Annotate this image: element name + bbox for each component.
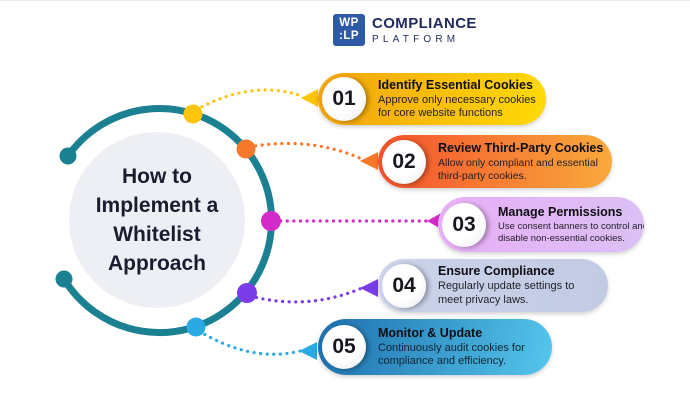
step-capsule-2: 02 Review Third-Party Cookies Allow only… (378, 135, 612, 188)
arrow-tip-step-4 (360, 279, 378, 297)
wp-lp-logo-icon: WP :LP (333, 14, 365, 46)
step-capsule-5: 05 Monitor & Update Continuously audit c… (318, 319, 552, 375)
ring-end-dot-bottom (55, 270, 73, 288)
step-number-badge: 03 (442, 202, 486, 247)
step-description: Regularly update settings to meet privac… (438, 280, 574, 307)
brand-subtitle: PLATFORM (372, 34, 460, 45)
step-title: Manage Permissions (498, 204, 623, 219)
anchor-dot-step-5 (186, 317, 206, 337)
diagram-title-line3: Whitelist (113, 223, 201, 246)
brand-logo: WP :LP COMPLIANCE PLATFORM (333, 14, 477, 46)
step-text-block: Manage Permissions Use consent banners t… (498, 205, 644, 244)
step-description-line1: Approve only necessary cookies (378, 93, 536, 106)
step-number-badge: 02 (382, 139, 426, 184)
step-title: Review Third-Party Cookies (438, 140, 604, 155)
logo-mark-line2: :LP (338, 30, 360, 42)
step-text-block: Ensure Compliance Regularly update setti… (438, 264, 574, 307)
step-number-badge: 04 (382, 263, 426, 308)
logo-mark-line1: WP (339, 17, 359, 29)
step-description-line2: disable non-essential cookies. (498, 232, 625, 244)
step-description: Approve only necessary cookies for core … (378, 94, 536, 121)
step-title: Ensure Compliance (438, 264, 555, 279)
step-description: Allow only compliant and essential third… (438, 157, 603, 183)
ring-end-dot-top (59, 147, 77, 165)
step-capsule-4: 04 Ensure Compliance Regularly update se… (378, 259, 608, 312)
arrow-tip-step-5 (299, 342, 317, 360)
step-number-badge: 01 (322, 77, 366, 121)
step-description-line2: for core website functions (378, 107, 503, 119)
step-capsule-1: 01 Identify Essential Cookies Approve on… (318, 73, 546, 125)
step-title: Identify Essential Cookies (378, 77, 533, 92)
connector-step-5 (197, 329, 302, 356)
step-text-block: Review Third-Party Cookies Allow only co… (438, 141, 603, 183)
diagram-title-line1: How to (122, 165, 192, 188)
step-title: Monitor & Update (378, 325, 483, 340)
anchor-dot-step-3 (261, 211, 281, 231)
step-description-line2: meet privacy laws. (438, 293, 529, 306)
step-number-badge: 05 (322, 325, 366, 369)
arrow-tip-step-1 (301, 89, 318, 107)
step-description-line1: Use consent banners to control and (498, 220, 644, 232)
step-description-line2: third-party cookies. (438, 169, 527, 182)
step-capsule-3: 03 Manage Permissions Use consent banner… (438, 197, 644, 252)
diagram-title-line4: Approach (107, 252, 206, 275)
step-description-line2: compliance and efficiency. (378, 355, 506, 367)
step-text-block: Monitor & Update Continuously audit cook… (378, 326, 525, 369)
diagram-title-line2: Implement a (95, 194, 219, 217)
brand-text: COMPLIANCE PLATFORM (372, 15, 477, 45)
anchor-dot-step-1 (183, 104, 203, 124)
arrow-tip-step-2 (360, 152, 378, 170)
step-description-line1: Allow only compliant and essential (438, 156, 598, 169)
step-description-line1: Continuously audit cookies for (378, 341, 525, 354)
step-text-block: Identify Essential Cookies Approve only … (378, 78, 536, 121)
anchor-dot-step-4 (237, 283, 257, 303)
center-hub-circle: How to Implement a Whitelist Approach (69, 132, 245, 308)
anchor-dot-step-2 (236, 139, 256, 159)
diagram-title: How to Implement a Whitelist Approach (96, 162, 219, 278)
step-description: Continuously audit cookies for complianc… (378, 342, 525, 369)
connector-step-1 (194, 88, 304, 112)
connector-step-4 (248, 286, 364, 304)
connector-step-2 (247, 141, 364, 161)
step-description: Use consent banners to control and disab… (498, 221, 644, 244)
brand-name: COMPLIANCE (372, 15, 477, 32)
step-description-line1: Regularly update settings to (438, 280, 575, 293)
